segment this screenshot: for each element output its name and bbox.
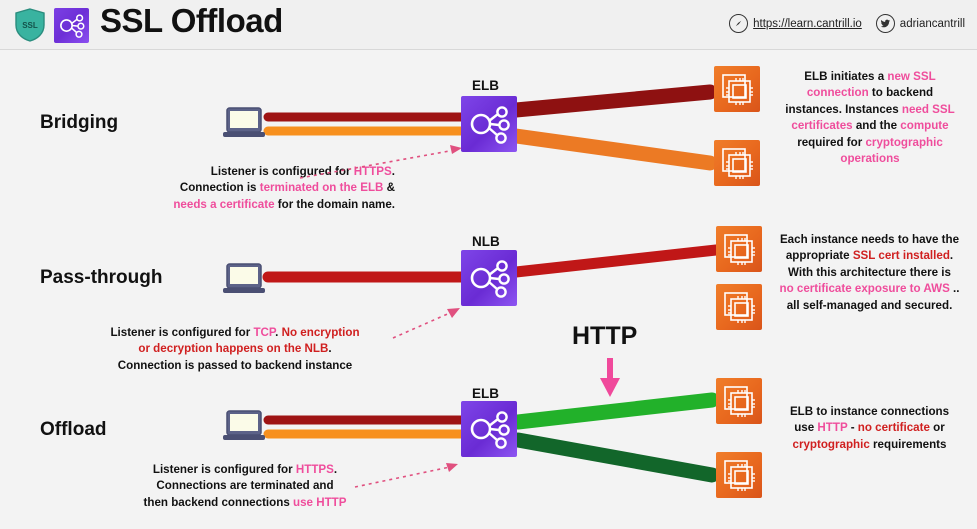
node-caption-nlb: NLB — [472, 234, 500, 249]
website-link[interactable]: https://learn.cantrill.io — [729, 14, 862, 33]
row-label-offload: Offload — [40, 419, 107, 440]
callout-arrowhead-3 — [446, 463, 458, 472]
instance-icon[interactable] — [714, 140, 760, 186]
header-links: https://learn.cantrill.io adriancantrill — [729, 14, 965, 33]
line-elb-instance-darkgreen-3 — [510, 432, 720, 483]
down-arrow-icon — [600, 358, 620, 397]
website-url: https://learn.cantrill.io — [753, 17, 862, 30]
instance-icon[interactable] — [716, 284, 762, 330]
twitter-handle: adriancantrill — [899, 17, 965, 30]
line-elb-instance-orange-1 — [508, 128, 718, 171]
line-elb-instance-darkred-1 — [508, 84, 718, 118]
header-bar: SSL SSL Offload https — [0, 0, 977, 50]
page-title: SSL Offload — [100, 2, 283, 39]
instance-icon[interactable] — [716, 452, 762, 498]
callout-arrowhead-2 — [447, 308, 460, 318]
row-label-pass-through: Pass-through — [40, 267, 163, 288]
elb-node-bridging[interactable] — [461, 96, 517, 152]
instance-icon[interactable] — [714, 66, 760, 112]
ssl-shield-icon: SSL — [14, 8, 46, 42]
twitter-bird-icon — [875, 14, 895, 33]
note-pass-through-left: Listener is configured for TCP. No encry… — [110, 326, 360, 372]
instance-icon[interactable] — [716, 226, 762, 272]
note-bridging-left: Listener is configured for HTTPS.Connect… — [173, 165, 395, 211]
twitter-link[interactable]: adriancantrill — [875, 14, 965, 33]
elb-node-offload[interactable] — [461, 401, 517, 457]
elb-icon — [54, 8, 89, 43]
svg-text:SSL: SSL — [22, 21, 38, 30]
compass-icon — [729, 14, 749, 33]
line-elb-instance-brightgreen-3 — [510, 392, 720, 430]
nlb-node-pass-through[interactable] — [461, 250, 517, 306]
row-label-bridging: Bridging — [40, 112, 119, 133]
instance-icon[interactable] — [716, 378, 762, 424]
laptop-icon — [222, 106, 266, 140]
node-caption-elb-1: ELB — [472, 78, 499, 93]
http-annotation-label: HTTP — [572, 322, 638, 350]
line-nlb-instance-red-2 — [510, 244, 722, 278]
callout-arrow-2 — [392, 311, 453, 339]
note-offload-left: Listener is configured for HTTPS.Connect… — [143, 463, 347, 509]
node-caption-elb-3: ELB — [472, 386, 499, 401]
laptop-icon — [222, 262, 266, 296]
laptop-icon — [222, 409, 266, 443]
